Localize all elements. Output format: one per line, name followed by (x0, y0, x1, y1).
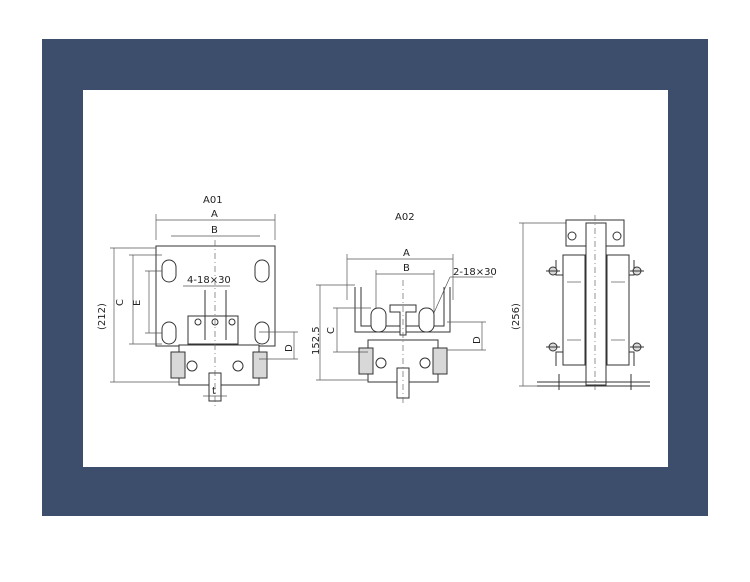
a01-title: A01 (203, 195, 223, 206)
a01-slot-hole (161, 321, 177, 345)
a01-dim-a: A (211, 209, 218, 220)
a01-hole-note: 4-18×30 (187, 275, 231, 286)
view-side: (256) (511, 215, 650, 390)
view-a02: A02 A B 2-18×30 (311, 212, 497, 405)
a02-dim-a: A (403, 248, 410, 259)
a01-roller (232, 360, 244, 372)
a02-roller (419, 357, 431, 369)
a01-dim-t: t (212, 386, 216, 397)
a01-dim-e: E (132, 300, 143, 306)
view-a01: A01 A B 4-18×30 (97, 195, 298, 408)
a02-hole-note: 2-18×30 (453, 267, 497, 278)
side-dim-height: (256) (511, 303, 522, 330)
a02-slot-hole (418, 307, 435, 333)
a02-dim-d: D (472, 336, 483, 344)
a01-dim-c: C (115, 299, 126, 306)
a02-roller (375, 357, 387, 369)
technical-drawing: A01 A B 4-18×30 (97, 195, 650, 408)
side-center-shaft (585, 222, 607, 386)
a01-slot-hole (161, 259, 177, 283)
a01-roller (186, 360, 198, 372)
a02-slot-hole (370, 307, 387, 333)
side-bracket-left (555, 260, 564, 366)
a01-slot-hole (254, 259, 270, 283)
a01-dim-height: (212) (97, 303, 108, 330)
a02-dim-b: B (403, 263, 410, 274)
a02-dim-height: 152.5 (311, 326, 322, 355)
border-frame: A01 A B 4-18×30 (42, 39, 708, 516)
a01-dim-b: B (211, 225, 218, 236)
drawing-sheet: A01 A B 4-18×30 (83, 90, 668, 467)
a02-title: A02 (395, 212, 415, 223)
a02-dim-c: C (326, 327, 337, 334)
a01-dim-d: D (284, 344, 295, 352)
a01-slot-hole (254, 321, 270, 345)
